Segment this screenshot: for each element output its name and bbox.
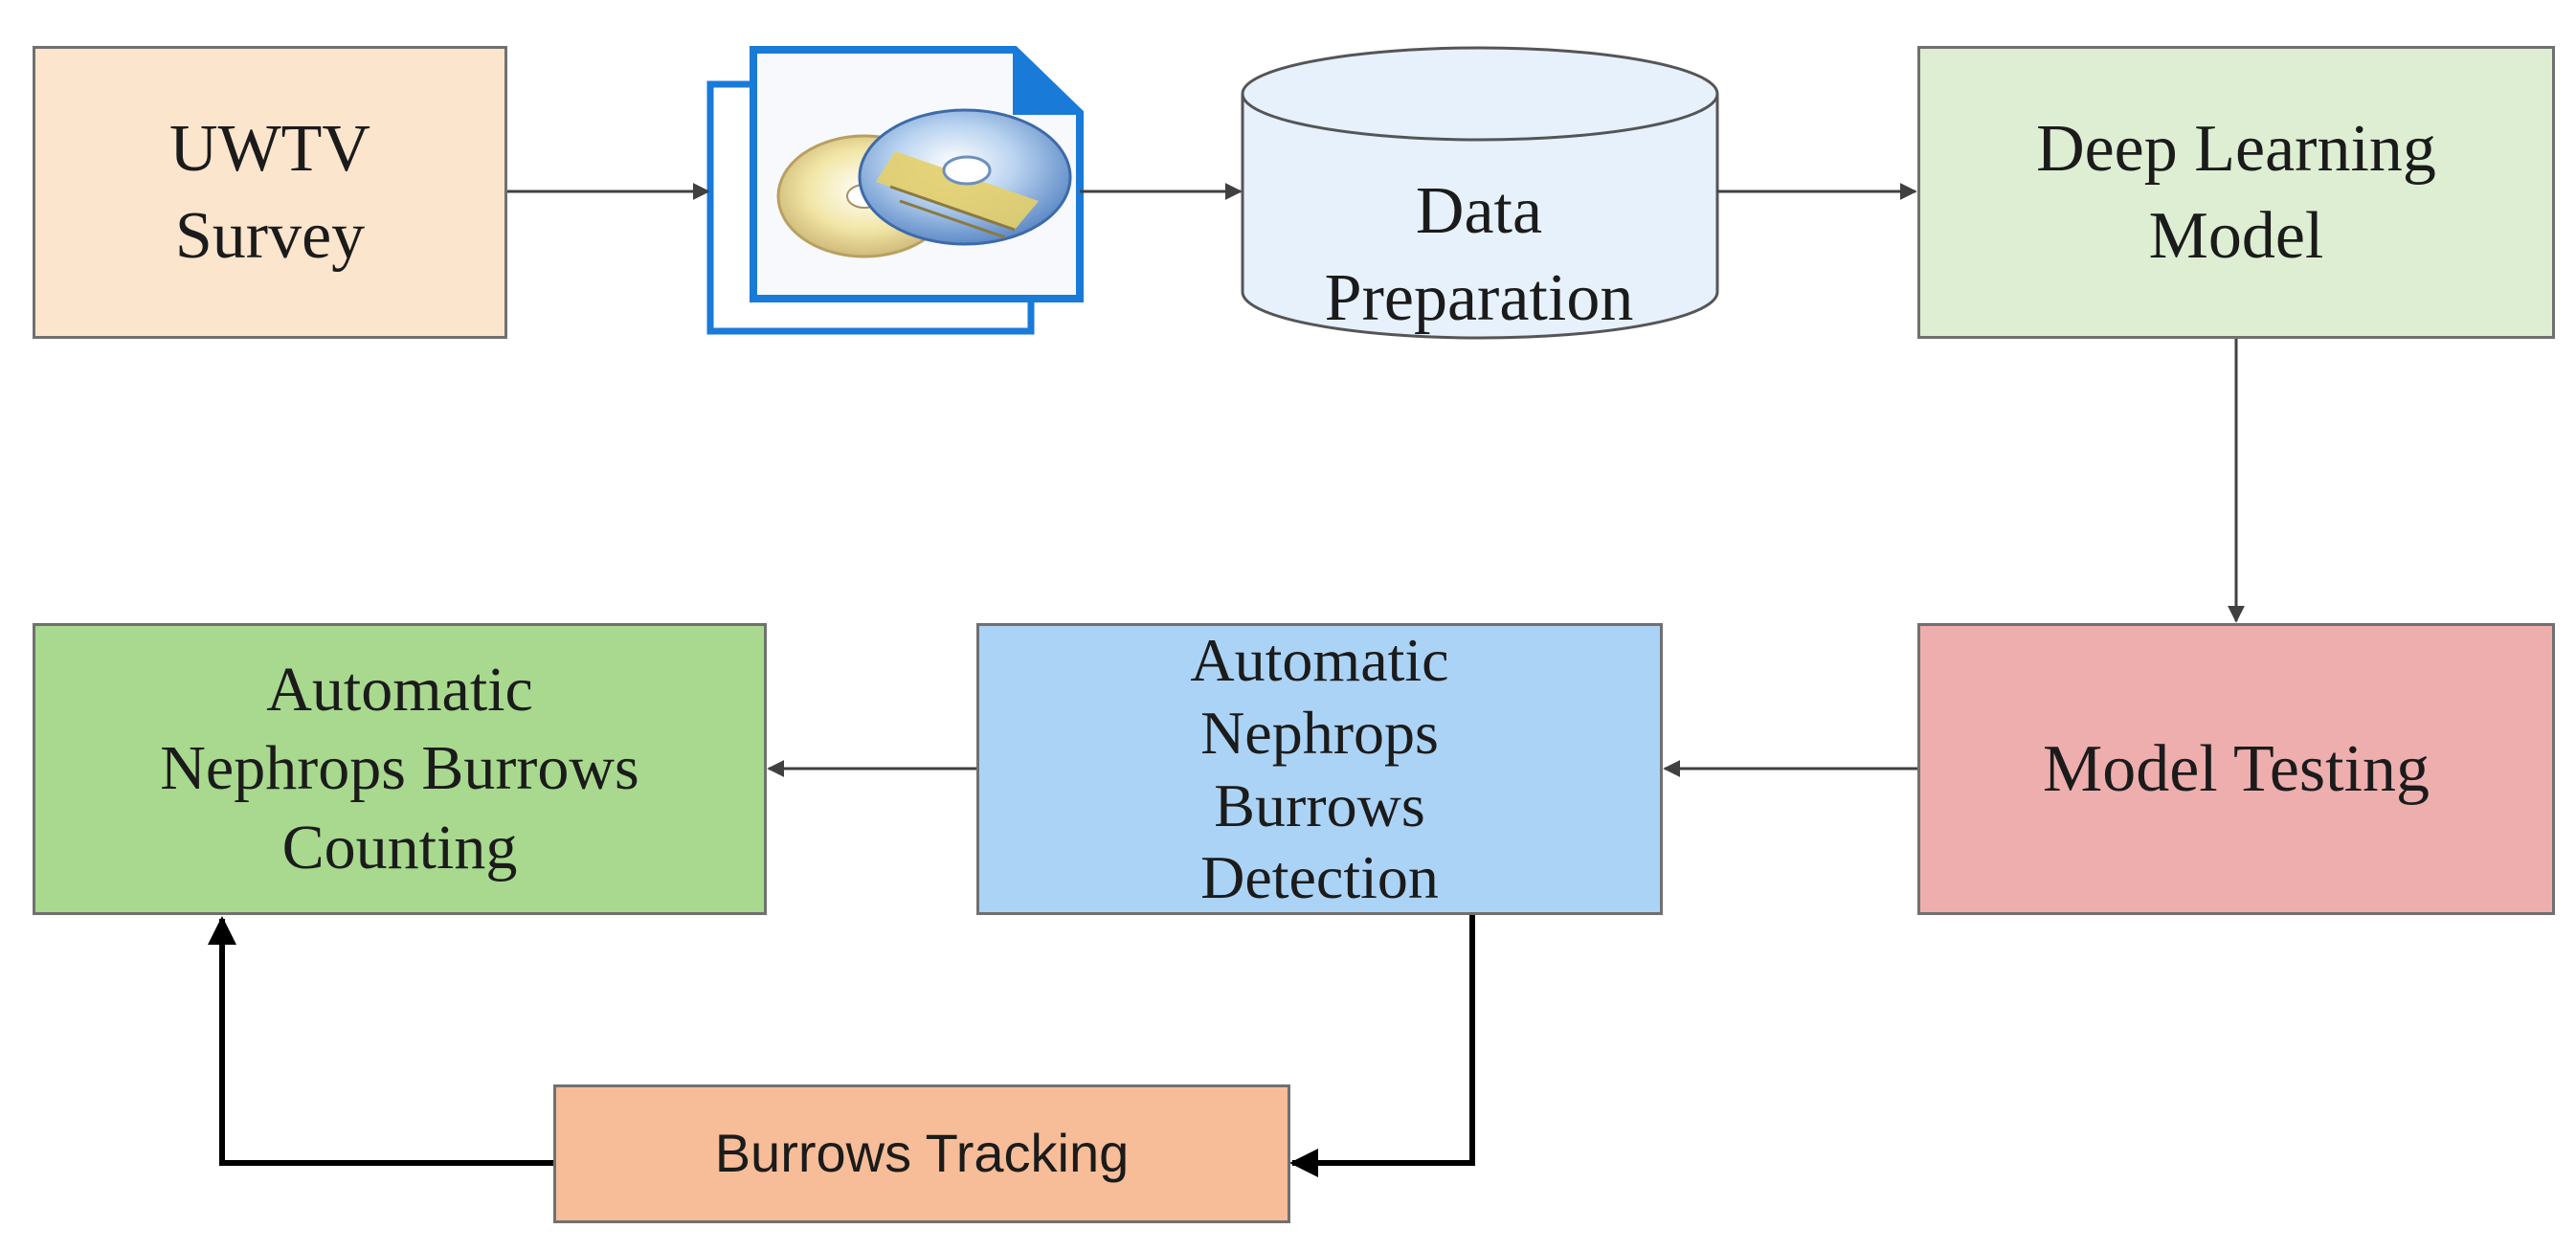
arrow-detection-to-tracking — [1289, 915, 1475, 1177]
disc-files-icon — [706, 46, 1084, 335]
arrow-tracking-to-counting — [208, 916, 553, 1166]
model-testing-box: Model Testing — [1917, 623, 2555, 915]
burrows-counting-box: Automatic Nephrops Burrows Counting — [33, 623, 767, 915]
burrows-detection-box: Automatic Nephrops Burrows Detection — [976, 623, 1663, 915]
burrows-detection-label: Automatic Nephrops Burrows Detection — [1190, 626, 1449, 912]
data-preparation-label: Data Preparation — [1324, 174, 1634, 335]
burrows-tracking-box: Burrows Tracking — [553, 1084, 1290, 1223]
burrows-tracking-label: Burrows Tracking — [714, 1123, 1130, 1184]
uwtv-survey-label: UWTV Survey — [169, 112, 370, 273]
database-cylinder-icon — [1241, 46, 1719, 340]
deep-learning-model-box: Deep Learning Model — [1917, 46, 2555, 339]
burrows-counting-label: Automatic Nephrops Burrows Counting — [160, 654, 639, 882]
model-testing-label: Model Testing — [2042, 732, 2430, 806]
uwtv-survey-box: UWTV Survey — [33, 46, 507, 339]
deep-learning-model-label: Deep Learning Model — [2036, 112, 2436, 273]
